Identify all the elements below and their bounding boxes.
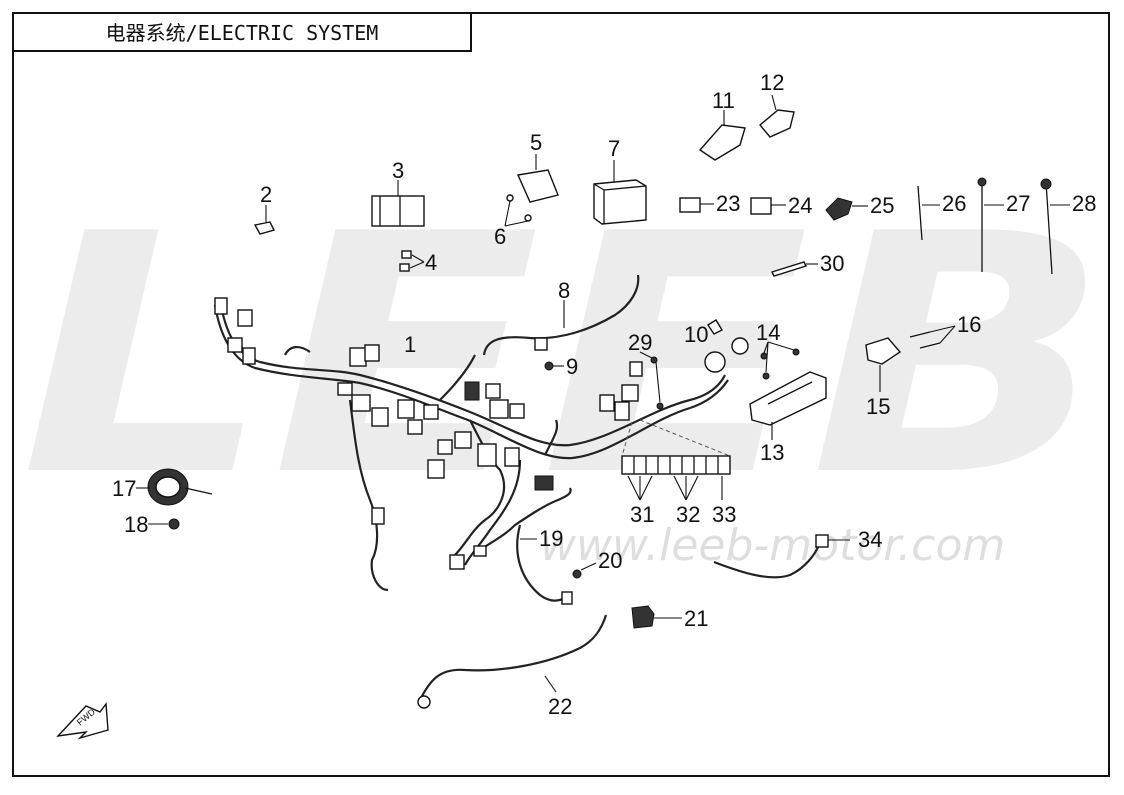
callout-1: 1 bbox=[404, 332, 416, 357]
callout-28: 28 bbox=[1072, 191, 1096, 216]
callout-21: 21 bbox=[684, 606, 708, 631]
callout-20: 20 bbox=[598, 548, 622, 573]
part-23-fuse bbox=[679, 197, 714, 213]
part-18-bolt bbox=[148, 518, 180, 530]
part-12-switch bbox=[759, 94, 795, 138]
part-26-cable-tie bbox=[917, 185, 940, 241]
callout-13: 13 bbox=[760, 440, 784, 465]
part-7-battery bbox=[593, 160, 647, 225]
callout-23: 23 bbox=[716, 191, 740, 216]
part-29-screws bbox=[639, 351, 664, 410]
part-27-cable-tie bbox=[977, 177, 1004, 272]
callout-8: 8 bbox=[558, 278, 570, 303]
page-title: 电器系统/ELECTRIC SYSTEM bbox=[106, 21, 379, 45]
callout-18: 18 bbox=[124, 512, 148, 537]
part-9-nut bbox=[544, 361, 564, 371]
part-17-horn bbox=[136, 468, 213, 506]
part-19-cable bbox=[449, 487, 573, 605]
callout-26: 26 bbox=[942, 191, 966, 216]
part-30-strip bbox=[771, 261, 818, 277]
callout-3: 3 bbox=[392, 158, 404, 183]
callout-24: 24 bbox=[788, 193, 812, 218]
callout-14: 14 bbox=[756, 320, 780, 345]
part-31-33-fuse-row bbox=[621, 419, 731, 501]
part-20-nut bbox=[572, 562, 597, 579]
callout-5: 5 bbox=[530, 130, 542, 155]
part-3-ecu-module bbox=[371, 180, 425, 227]
part-5-relay-bracket bbox=[504, 154, 559, 227]
callout-11: 11 bbox=[712, 88, 735, 113]
callout-17: 17 bbox=[112, 476, 136, 501]
part-34-sensor-cable bbox=[713, 534, 850, 579]
callout-12: 12 bbox=[760, 70, 784, 95]
callout-32: 32 bbox=[676, 502, 700, 527]
callout-19: 19 bbox=[539, 526, 563, 551]
title-box bbox=[12, 12, 472, 52]
part-24-fuse-holder bbox=[750, 197, 786, 215]
callout-4: 4 bbox=[425, 250, 437, 275]
part-16-bolts bbox=[909, 325, 956, 349]
drawing-border bbox=[12, 12, 1110, 777]
forward-direction-arrow: FWD bbox=[56, 702, 109, 740]
callout-10: 10 bbox=[684, 322, 708, 347]
callout-15: 15 bbox=[866, 394, 890, 419]
part-8-cable bbox=[482, 274, 640, 356]
part-2-sensor bbox=[253, 205, 276, 235]
callout-7: 7 bbox=[608, 136, 620, 161]
callout-31: 31 bbox=[630, 502, 654, 527]
callout-25: 25 bbox=[870, 193, 894, 218]
callout-30: 30 bbox=[820, 251, 844, 276]
watermark-url: www.leeb-motor.com bbox=[540, 520, 1005, 571]
part-28-cable-tie bbox=[1040, 178, 1070, 275]
part-22-cable bbox=[417, 614, 608, 709]
callout-27: 27 bbox=[1006, 191, 1030, 216]
callout-numbers: 1 2 3 4 5 6 7 8 9 10 11 12 13 14 15 16 1… bbox=[112, 70, 1096, 719]
part-14-screws bbox=[760, 341, 800, 380]
callout-6: 6 bbox=[494, 224, 506, 249]
part-10-relay bbox=[704, 319, 749, 373]
callout-22: 22 bbox=[548, 694, 572, 719]
watermark-logo: LEEB bbox=[20, 164, 1110, 548]
callout-2: 2 bbox=[260, 182, 272, 207]
part-15-sensor bbox=[865, 337, 902, 392]
part-11-switch bbox=[698, 110, 746, 161]
part-25-sensor bbox=[825, 197, 868, 221]
callout-9: 9 bbox=[566, 354, 578, 379]
part-21-connector bbox=[631, 605, 682, 629]
part-13-control-unit bbox=[749, 371, 827, 440]
callout-34: 34 bbox=[858, 527, 882, 552]
part-4-clips bbox=[399, 250, 425, 272]
main-wiring-harness bbox=[213, 297, 729, 592]
callout-33: 33 bbox=[712, 502, 736, 527]
callout-16: 16 bbox=[957, 312, 981, 337]
callout-29: 29 bbox=[628, 330, 652, 355]
